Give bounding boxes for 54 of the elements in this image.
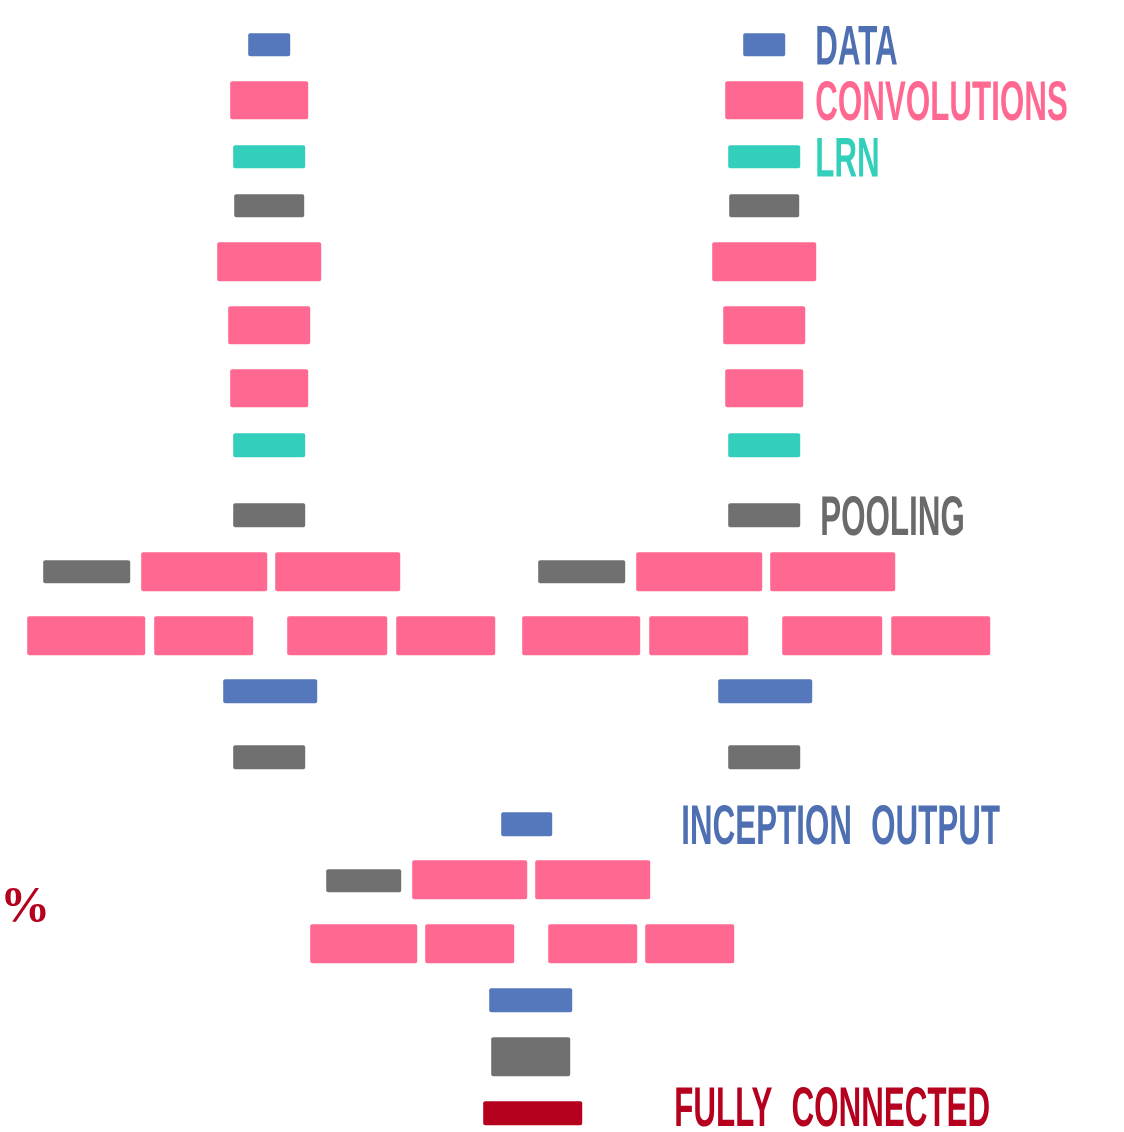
convolution-bar: [891, 616, 991, 656]
data-bar: [489, 988, 573, 1013]
data-bar: [743, 33, 786, 57]
convolution-bar: [712, 242, 817, 282]
pooling-bar: [538, 560, 626, 584]
convolution-bar: [723, 306, 806, 345]
percent-label: %: [5, 888, 46, 922]
pooling-bar: [491, 1037, 571, 1077]
convolution-bar: [522, 616, 641, 656]
convolution-bar: [154, 616, 254, 656]
convolution-bar: [275, 552, 401, 592]
convolution-bar: [548, 924, 638, 964]
data-bar: [248, 33, 291, 57]
data-bar: [501, 812, 553, 837]
layer-label: INCEPTION OUTPUT: [683, 804, 1000, 845]
convolution-bar: [412, 860, 528, 900]
convolution-bar: [770, 552, 896, 592]
convolution-bar: [725, 369, 804, 408]
pooling-bar: [728, 503, 801, 528]
pooling-bar: [233, 503, 306, 528]
convolution-bar: [725, 81, 804, 120]
convolution-bar: [27, 616, 146, 656]
fully-connected-bar: [483, 1101, 583, 1126]
layer-label: CONVOLUTIONS: [816, 80, 1067, 121]
layer-label: LRN: [817, 137, 878, 177]
pooling-bar: [43, 560, 131, 584]
convolution-bar: [782, 616, 883, 656]
data-bar: [718, 679, 813, 704]
data-bar: [223, 679, 318, 704]
convolution-bar: [645, 924, 735, 964]
pooling-bar: [233, 745, 306, 770]
lrn-bar: [233, 145, 306, 169]
convolution-bar: [217, 242, 322, 282]
layer-label: FULLY CONNECTED: [676, 1086, 989, 1127]
convolution-bar: [396, 616, 496, 656]
pooling-bar: [326, 869, 402, 893]
convolution-bar: [535, 860, 651, 900]
lrn-bar: [728, 433, 801, 458]
convolution-bar: [636, 552, 763, 592]
layer-label: POOLING: [822, 495, 963, 536]
pooling-bar: [234, 194, 305, 218]
convolution-bar: [310, 924, 418, 964]
pooling-bar: [729, 194, 800, 218]
layer-label: DATA: [817, 25, 897, 65]
convolution-bar: [230, 81, 309, 120]
convolution-bar: [141, 552, 268, 592]
convolution-bar: [649, 616, 749, 656]
convolution-bar: [230, 369, 309, 408]
pooling-bar: [728, 745, 801, 770]
lrn-bar: [728, 145, 801, 169]
lrn-bar: [233, 433, 306, 458]
convolution-bar: [228, 306, 311, 345]
convolution-bar: [425, 924, 515, 964]
convolution-bar: [287, 616, 388, 656]
